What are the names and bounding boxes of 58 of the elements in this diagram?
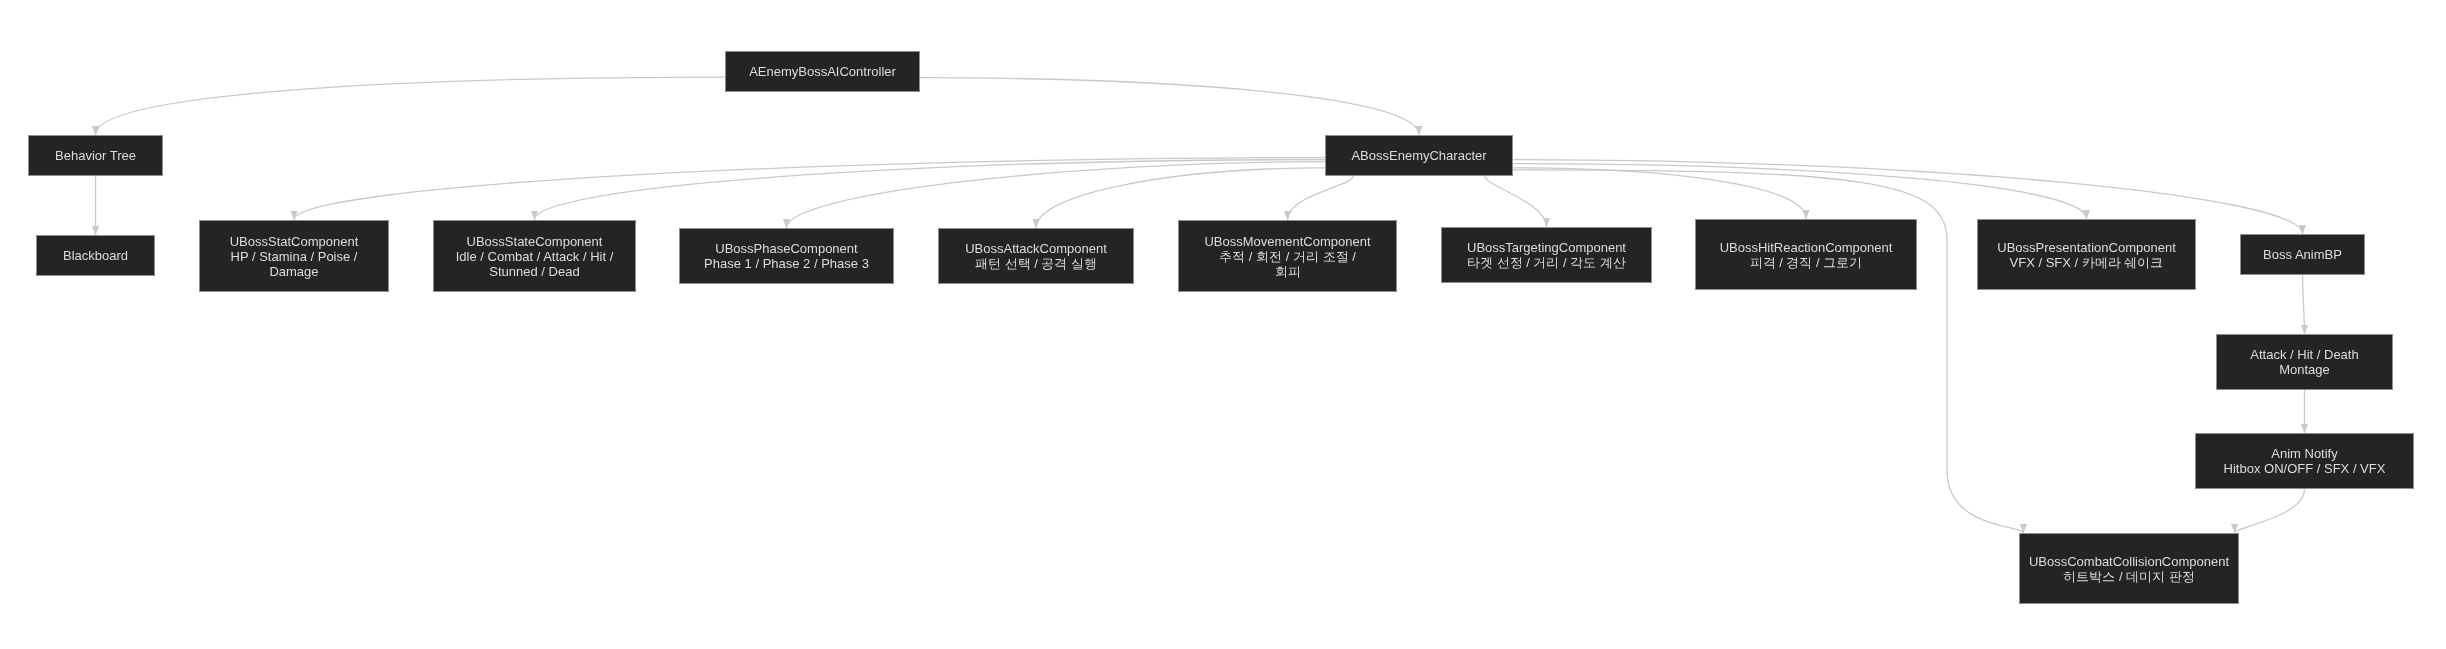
class-box [36,235,155,276]
arrow [1512,167,1807,220]
class-name: UBossPresentationComponent [1997,239,2176,255]
node-label: Boss AnimBP [2263,247,2342,262]
member-list: 히트박스 / 데미지 판정 [2063,568,2195,584]
class-box [1325,135,1513,176]
node-label: Attack / Hit / Death Montage [2249,347,2360,377]
class-box [679,228,894,284]
arrow [1484,175,1549,228]
node-label: Behavior Tree [55,148,136,163]
class-name: UBossStatComponent [229,233,359,249]
arrow [1512,169,2025,534]
class-box [28,135,163,176]
node-label: Blackboard [62,248,128,263]
member-list: 추적 / 회전 / 거리 조절 / 회피 [1212,248,1363,279]
class-box [2195,433,2414,489]
class-box [1178,220,1397,292]
class-name: UBossCombatCollisionComponent [2028,553,2230,569]
class-name: UBossPhaseComponent [715,241,858,256]
class-box [725,51,920,92]
member-list: 피격 / 경직 / 그로기 [1749,254,1863,270]
arrow [533,158,1326,221]
arrow [1285,175,1354,221]
class-name: UBossStateComponent [466,233,603,249]
node-label: ABossEnemyCharacter [1351,148,1487,163]
arrow [1512,163,2088,220]
arrow [91,175,100,236]
class-name: UBossMovementComponent [1204,233,1371,249]
arrow [2300,389,2309,434]
arrow [2233,488,2306,534]
class-box [1977,219,2196,290]
member-list: VFX / SFX / 카메라 쉐이크 [2009,254,2164,270]
class-name: Anim Notify [2271,446,2338,461]
arrow [919,77,1420,136]
class-box [938,228,1134,284]
arrow [785,161,1326,229]
arrow [1512,158,2304,235]
arrow [293,156,1326,221]
arrow [94,76,726,136]
arrow [1035,167,1326,229]
arrow [2300,274,2308,335]
class-box [433,220,636,292]
member-list: Idle / Combat / Attack / Hit / Stunned / Dead [440,248,629,279]
member-list: Phase 1 / Phase 2 / Phase 3 [704,256,869,271]
class-box [2240,234,2365,275]
member-list: HP / Stamina / Poise / Damage [206,248,382,279]
class-name: UBossHitReactionComponent [1719,239,1893,255]
class-box [1695,219,1917,290]
class-box [2019,533,2239,604]
class-name: UBossAttackComponent [965,241,1107,256]
member-list: 패턴 선택 / 공격 실행 [974,256,1098,271]
class-box [2216,334,2393,390]
class-name: UBossTargetingComponent [1467,240,1626,255]
node-label: AEnemyBossAIController [749,64,896,79]
class-box [199,220,389,292]
member-list: Hitbox ON/OFF / SFX / VFX [2223,461,2386,476]
member-list: 타겟 선정 / 거리 / 각도 계산 [1467,255,1626,270]
class-box [1441,227,1652,283]
